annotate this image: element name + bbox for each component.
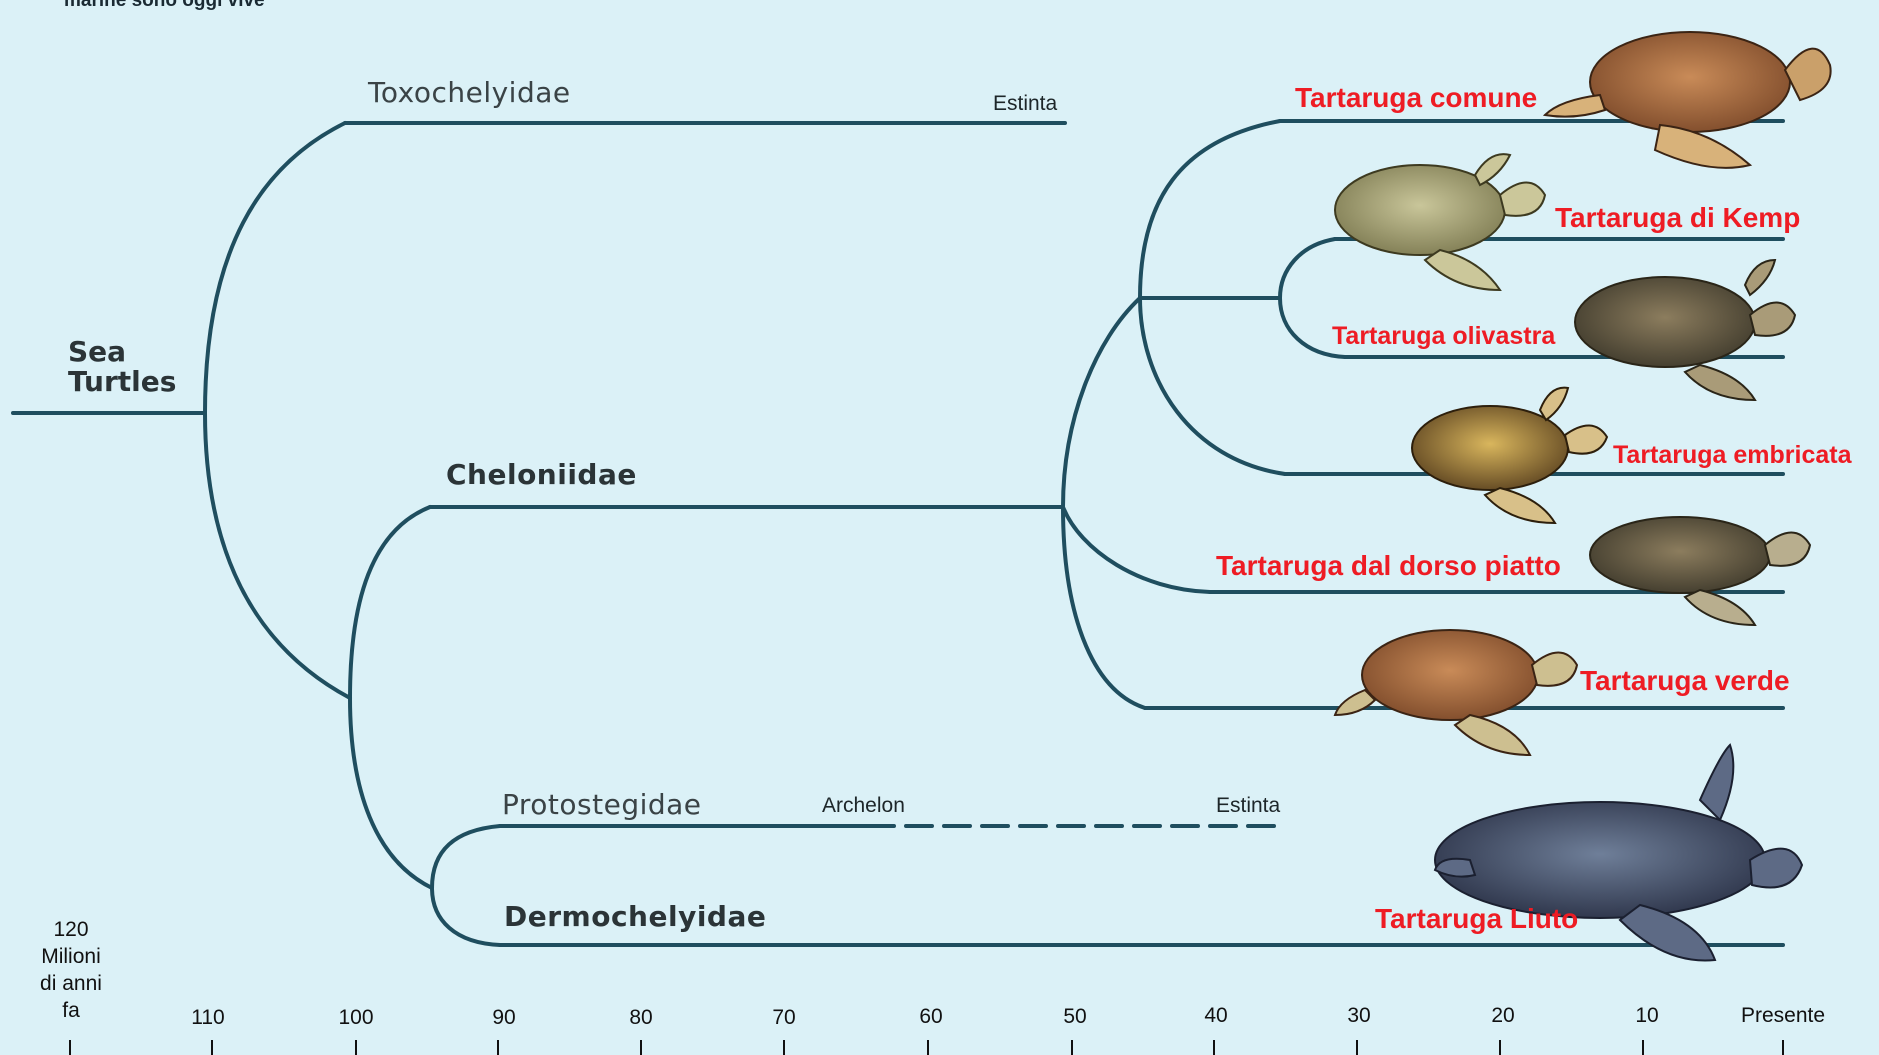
olive-ridley-turtle-icon (1575, 260, 1795, 400)
note-archelon: Archelon (822, 794, 905, 818)
species-embricata: Tartaruga embricata (1613, 441, 1852, 470)
axis-tick-label: 50 (1035, 1005, 1115, 1029)
root-label: Sea Turtles (68, 337, 176, 397)
axis-title: 120 Milioni di anni fa (26, 916, 116, 1024)
axis-tick-label: 90 (464, 1006, 544, 1030)
node100-lower-curve (350, 698, 432, 888)
axis-title-line1: 120 (26, 916, 116, 943)
axis-tick-label: 60 (891, 1005, 971, 1029)
node37-upper (1280, 239, 1335, 298)
loggerhead-turtle-icon (1545, 32, 1831, 168)
clade-protostegidae: Protostegidae (502, 788, 702, 821)
axis-tick-label-present: Presente (1733, 1004, 1833, 1028)
chelo-node-lower (1063, 507, 1145, 708)
axis-tick-label: 100 (316, 1006, 396, 1030)
species-verde: Tartaruga verde (1580, 665, 1790, 697)
flatback-turtle-icon (1590, 517, 1810, 625)
axis-title-line2: Milioni (26, 943, 116, 970)
node95-upper (432, 826, 500, 888)
species-liuto: Tartaruga Liuto (1375, 903, 1578, 935)
axis-title-line3: di anni (26, 970, 116, 997)
species-comune: Tartaruga comune (1295, 82, 1537, 114)
node45-upper (1140, 121, 1280, 298)
axis-tick-label: 80 (601, 1006, 681, 1030)
node100-upper-curve (350, 507, 430, 698)
root-lower-curve (205, 413, 350, 698)
hawksbill-turtle-icon (1412, 388, 1607, 523)
species-kemp: Tartaruga di Kemp (1555, 202, 1800, 234)
clade-toxochelyidae: Toxochelyidae (368, 76, 571, 109)
node45-lower (1140, 298, 1285, 474)
axis-title-line4: fa (26, 997, 116, 1024)
axis-tick-label: 70 (744, 1006, 824, 1030)
axis-tick-label: 110 (168, 1006, 248, 1030)
axis-tick-label: 10 (1607, 1004, 1687, 1028)
clade-dermochelyidae: Dermochelyidae (504, 900, 766, 933)
axis-tick-label: 30 (1319, 1004, 1399, 1028)
chelo-node-upper (1063, 298, 1140, 507)
green-turtle-icon (1335, 630, 1577, 755)
note-protostegidae-extinct: Estinta (1216, 794, 1280, 818)
root-upper-curve (205, 123, 345, 413)
root-label-line1: Sea (68, 337, 176, 367)
kemps-ridley-turtle-icon (1335, 154, 1545, 290)
chelo-node-mid (1063, 507, 1210, 592)
species-dorso-piatto: Tartaruga dal dorso piatto (1216, 550, 1561, 582)
species-olivastra: Tartaruga olivastra (1332, 322, 1555, 351)
clade-cheloniidae: Cheloniidae (446, 458, 637, 491)
axis-tick-label: 20 (1463, 1004, 1543, 1028)
note-toxochelyidae-extinct: Estinta (993, 92, 1057, 116)
root-label-line2: Turtles (68, 367, 176, 397)
axis-tick-label: 40 (1176, 1004, 1256, 1028)
node95-lower (432, 888, 500, 945)
